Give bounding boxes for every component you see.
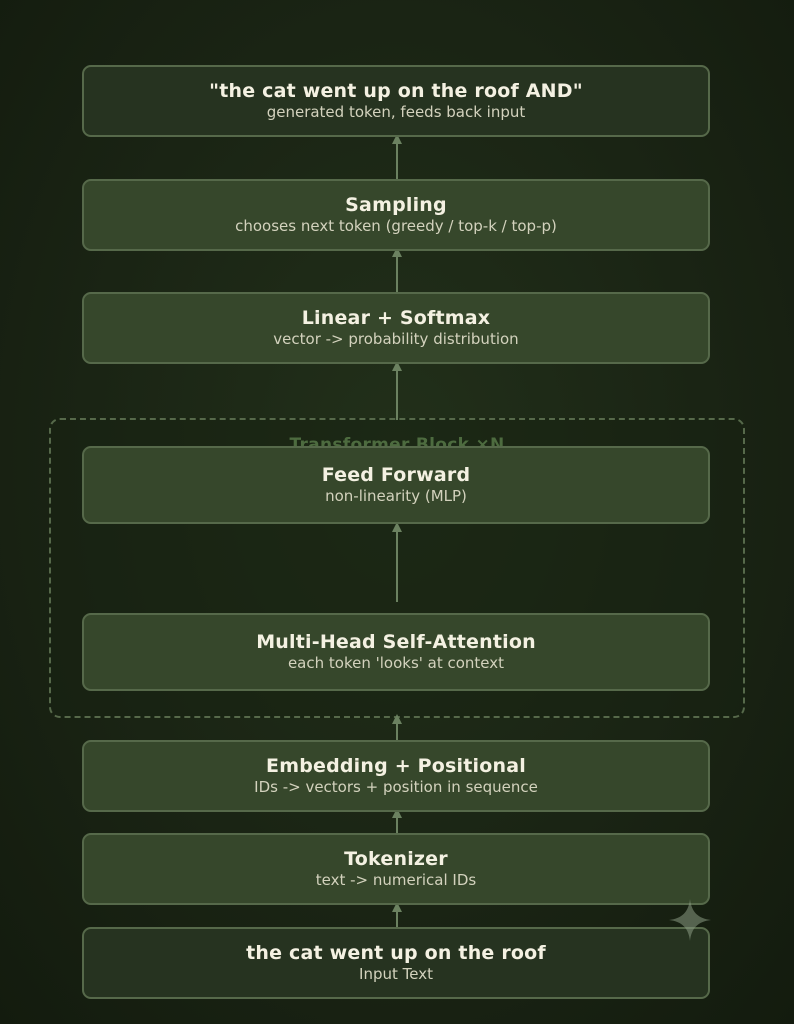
attention-subtitle: each token 'looks' at context [287,654,505,672]
sampling-title: Sampling [345,194,447,216]
output-token-subtitle: generated token, feeds back input [266,103,526,121]
feed-forward-box: Feed Forward non-linearity (MLP) [82,446,710,524]
attention-title: Multi-Head Self-Attention [256,631,536,653]
tokenizer-subtitle: text -> numerical IDs [315,871,477,889]
sparkle-icon [669,899,711,941]
attention-box: Multi-Head Self-Attention each token 'lo… [82,613,710,691]
input-text-title: the cat went up on the roof [246,942,546,964]
tokenizer-title: Tokenizer [344,848,448,870]
output-token-box: "the cat went up on the roof AND" genera… [82,65,710,137]
feed-forward-title: Feed Forward [321,464,471,486]
output-token-title: "the cat went up on the roof AND" [209,80,583,102]
embedding-title: Embedding + Positional [266,755,526,777]
input-text-box: the cat went up on the roof Input Text [82,927,710,999]
feed-forward-subtitle: non-linearity (MLP) [325,487,467,505]
input-text-subtitle: Input Text [359,965,433,983]
embedding-box: Embedding + Positional IDs -> vectors + … [82,740,710,812]
sampling-subtitle: chooses next token (greedy / top-k / top… [235,217,557,235]
linear-softmax-subtitle: vector -> probability distribution [273,330,519,348]
linear-softmax-title: Linear + Softmax [301,307,491,329]
linear-softmax-box: Linear + Softmax vector -> probability d… [82,292,710,364]
embedding-subtitle: IDs -> vectors + position in sequence [254,778,538,796]
sampling-box: Sampling chooses next token (greedy / to… [82,179,710,251]
tokenizer-box: Tokenizer text -> numerical IDs [82,833,710,905]
